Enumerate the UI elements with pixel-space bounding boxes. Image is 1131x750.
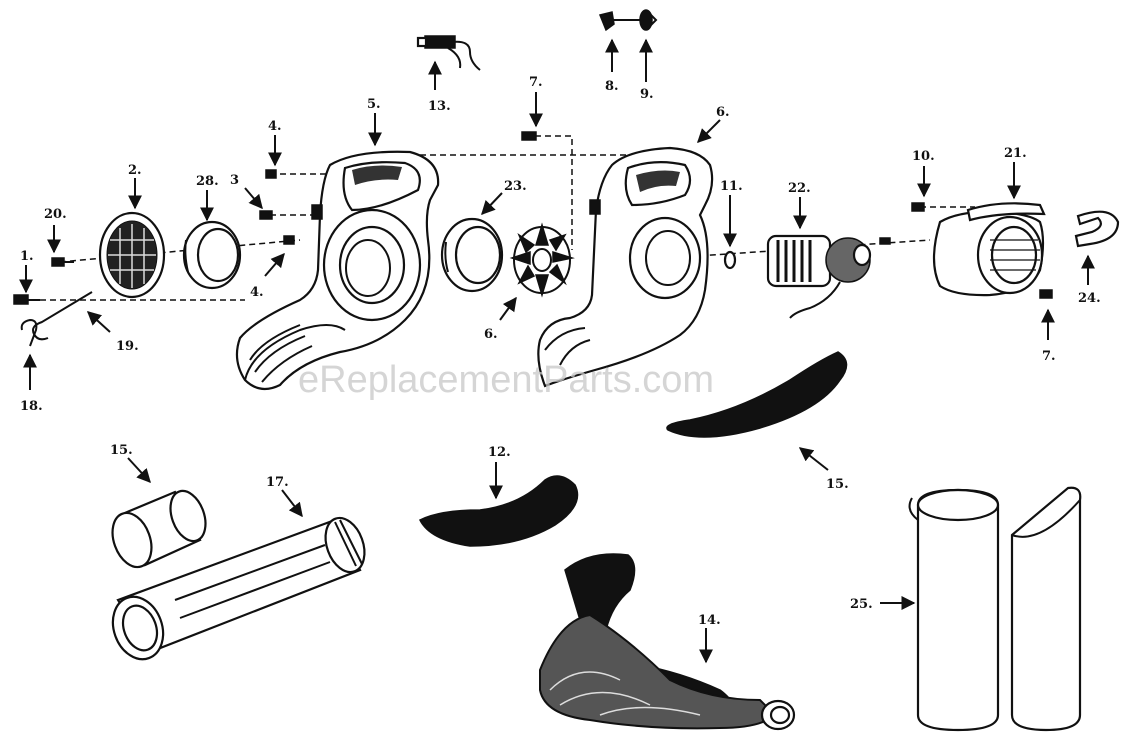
part-hose-12 — [418, 475, 579, 547]
callout-23: 23. — [504, 179, 527, 194]
callout-11: 11. — [720, 179, 743, 194]
part-screw-7-top — [521, 131, 537, 141]
callout-6-fan: 6. — [484, 327, 498, 342]
part-hose-15-upper — [666, 351, 848, 438]
part-clip-24 — [1074, 210, 1120, 248]
callout-21: 21. — [1004, 146, 1027, 161]
callout-labels: 1. 20. 2. 28. 3 4. 4. 5. 13. 7. 8. 9. 6.… — [20, 75, 1101, 628]
callout-4-bottom: 4. — [250, 285, 264, 300]
callout-17: 17. — [266, 475, 289, 490]
part-left-housing — [235, 150, 440, 391]
callout-25: 25. — [850, 597, 873, 612]
callout-18: 18. — [20, 399, 43, 414]
callout-15-upper: 15. — [826, 477, 849, 492]
callout-14: 14. — [698, 613, 721, 628]
callout-7-top: 7. — [529, 75, 543, 90]
callout-2: 2. — [128, 163, 142, 178]
callout-20: 20. — [44, 207, 67, 222]
part-ring-28 — [182, 220, 242, 290]
part-ring-23 — [440, 217, 504, 293]
callout-7-right: 7. — [1042, 349, 1056, 364]
callout-28: 28. — [196, 174, 219, 189]
callout-1: 1. — [20, 249, 34, 264]
part-screw-10 — [911, 202, 925, 212]
callout-24: 24. — [1078, 291, 1101, 306]
callout-22: 22. — [788, 181, 811, 196]
callout-9: 9. — [640, 87, 654, 102]
part-screw-20 — [51, 257, 74, 267]
part-bail-wire — [20, 291, 93, 347]
part-washer-11 — [723, 250, 737, 270]
part-screws-3-4 — [259, 169, 295, 245]
part-vacuum-tubes — [908, 486, 1082, 732]
callout-arrows — [19, 38, 1095, 664]
callout-15-lower: 15. — [110, 443, 133, 458]
part-screw-1 — [13, 294, 40, 305]
callout-8: 8. — [605, 79, 619, 94]
part-intake-tube — [932, 202, 1053, 299]
callout-3: 3 — [230, 173, 239, 188]
callout-10: 10. — [912, 149, 935, 164]
part-switch — [416, 35, 481, 71]
callout-13: 13. — [428, 99, 451, 114]
part-collection-bag — [539, 553, 796, 731]
callout-6-top: 6. — [716, 105, 730, 120]
callout-4-top: 4. — [268, 119, 282, 134]
part-blower-tube — [111, 516, 366, 661]
part-fan-impeller — [509, 222, 575, 298]
part-coupler-15 — [111, 489, 207, 569]
callout-12: 12. — [488, 445, 511, 460]
part-intake-cover — [98, 211, 166, 299]
watermark: eReplacementParts.com — [298, 359, 714, 401]
part-right-housing — [537, 146, 714, 388]
part-knob-8-9 — [598, 9, 658, 32]
callout-19: 19. — [116, 339, 139, 354]
callout-5: 5. — [367, 97, 381, 112]
part-motor — [766, 234, 891, 319]
